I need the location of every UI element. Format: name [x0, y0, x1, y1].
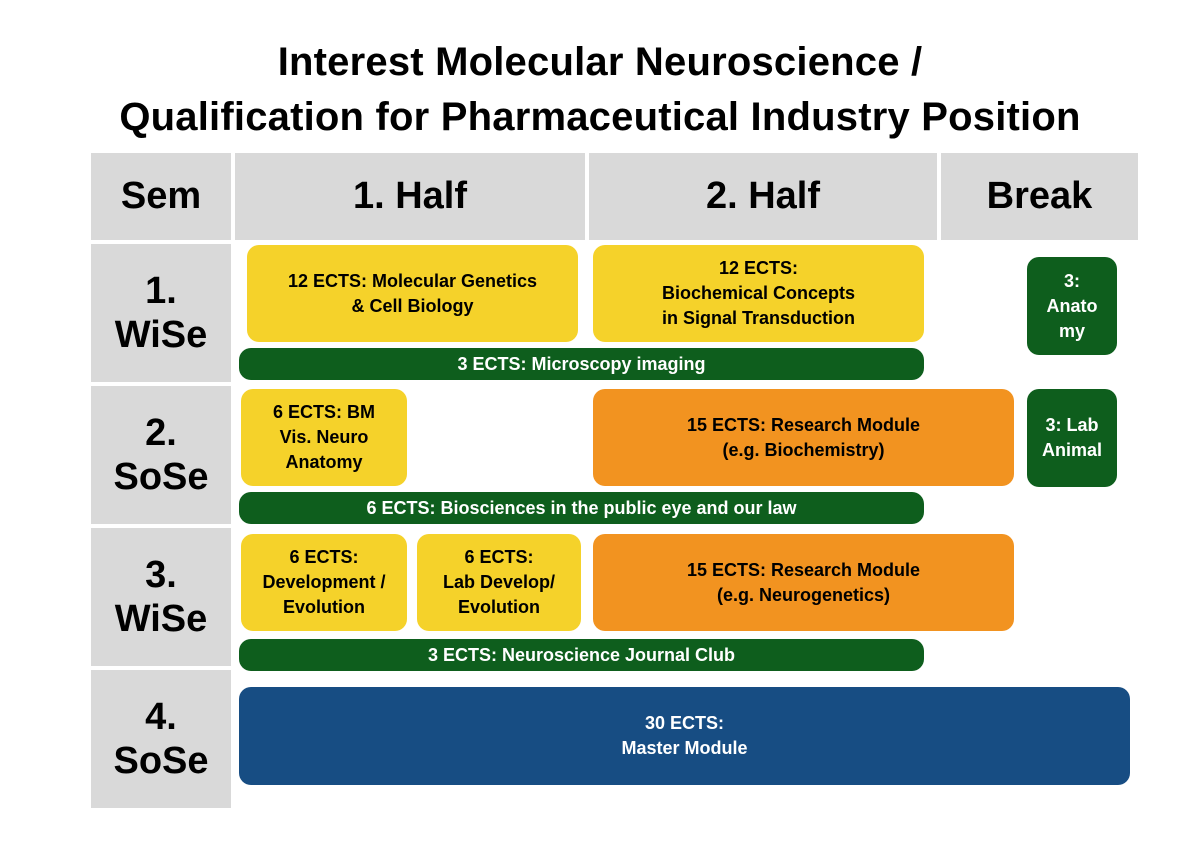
semester-3-term: WiSe — [114, 598, 208, 640]
module-development-evolution: 6 ECTS: Development / Evolution — [241, 534, 407, 631]
module-microscopy-imaging: 3 ECTS: Microscopy imaging — [239, 348, 924, 380]
header-break: Break — [941, 153, 1138, 240]
module-bm-vis-neuro-anatomy: 6 ECTS: BM Vis. Neuro Anatomy — [241, 389, 407, 486]
semester-2-cell: 2. SoSe — [91, 386, 231, 524]
module-anatomy: 3: Anato my — [1027, 257, 1117, 355]
module-neuroscience-journal-club: 3 ECTS: Neuroscience Journal Club — [239, 639, 924, 671]
header-first-half: 1. Half — [235, 153, 585, 240]
title-line-1: Interest Molecular Neuroscience / — [277, 40, 923, 84]
header-second-half: 2. Half — [589, 153, 937, 240]
semester-2-number: 2. — [145, 412, 177, 454]
module-research-neurogenetics: 15 ECTS: Research Module (e.g. Neurogene… — [593, 534, 1014, 631]
module-biosciences-public-eye: 6 ECTS: Biosciences in the public eye an… — [239, 492, 924, 524]
module-lab-develop-evolution: 6 ECTS: Lab Develop/ Evolution — [417, 534, 581, 631]
semester-3-cell: 3. WiSe — [91, 528, 231, 666]
module-biochemical-concepts: 12 ECTS: Biochemical Concepts in Signal … — [593, 245, 924, 342]
semester-3-number: 3. — [145, 554, 177, 596]
title-line-2: Qualification for Pharmaceutical Industr… — [119, 95, 1081, 139]
module-lab-animal: 3: Lab Animal — [1027, 389, 1117, 487]
header-sem: Sem — [91, 153, 231, 240]
semester-1-term: WiSe — [114, 314, 208, 356]
semester-4-term: SoSe — [113, 740, 209, 782]
semester-4-cell: 4. SoSe — [91, 670, 231, 808]
module-master: 30 ECTS: Master Module — [239, 687, 1130, 785]
semester-2-term: SoSe — [113, 456, 209, 498]
module-molecular-genetics: 12 ECTS: Molecular Genetics & Cell Biolo… — [247, 245, 578, 342]
semester-1-cell: 1. WiSe — [91, 244, 231, 382]
semester-4-number: 4. — [145, 696, 177, 738]
module-research-biochemistry: 15 ECTS: Research Module (e.g. Biochemis… — [593, 389, 1014, 486]
semester-1-number: 1. — [145, 270, 177, 312]
